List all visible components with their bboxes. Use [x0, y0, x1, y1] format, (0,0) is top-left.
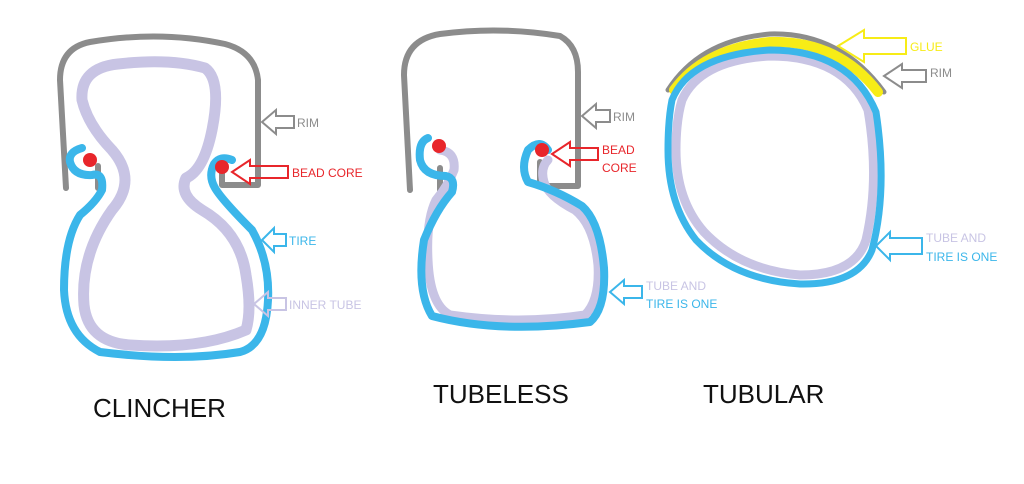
clincher-bead-right [215, 160, 229, 174]
clincher-rim-label: RIM [297, 116, 319, 130]
tubular-combo-label-line2: TIRE IS ONE [926, 250, 997, 264]
tubular-rim-arrow-icon [882, 62, 927, 90]
clincher-bead-left [83, 153, 97, 167]
tubeless-bead-label-line2: CORE [602, 161, 637, 175]
tubeless-bead-right [535, 143, 549, 157]
clincher-tube-label: INNER TUBE [289, 298, 361, 312]
tubeless-bead-label-line1: BEAD [602, 143, 635, 157]
tubular-glue-label: GLUE [910, 40, 943, 54]
tubeless-combo-label-line1: TUBE AND [646, 279, 706, 293]
clincher-rim-arrow-icon [260, 107, 295, 137]
tubular-tire [664, 46, 885, 288]
tubular-combo-arrow-icon [874, 229, 923, 263]
tubeless-rim-label: RIM [613, 110, 635, 124]
tubeless-combo-arrow-icon [608, 277, 643, 307]
tubular-rim [665, 31, 887, 95]
tubular-rim-label: RIM [930, 66, 952, 80]
tubular-glue-arrow-icon [836, 28, 907, 64]
tubeless-bead-left [432, 139, 446, 153]
tubular-title: TUBULAR [703, 379, 824, 409]
tubular-diagram: GLUE RIM TUBE AND TIRE IS ONE TUBULAR [664, 28, 997, 409]
clincher-bead-arrow-icon [230, 158, 289, 186]
clincher-tire [60, 144, 273, 361]
clincher-bead-label: BEAD CORE [292, 166, 363, 180]
tubeless-rim-arrow-icon [580, 101, 611, 131]
tubular-inner-lining [671, 51, 878, 280]
clincher-tire-label: TIRE [289, 234, 316, 248]
tubeless-combo-label-line2: TIRE IS ONE [646, 297, 717, 311]
tubeless-title: TUBELESS [433, 379, 569, 409]
clincher-diagram: RIM BEAD CORE TIRE INNER TUBE CLINCHER [57, 33, 363, 423]
tubeless-diagram: RIM BEAD CORE TUBE AND TIRE IS ONE TUBEL… [401, 27, 717, 409]
tubular-combo-label-line1: TUBE AND [926, 231, 986, 245]
tubeless-rim [401, 27, 581, 193]
clincher-tube-arrow-icon [252, 289, 287, 319]
clincher-tire-arrow-icon [260, 225, 287, 255]
clincher-title: CLINCHER [93, 393, 226, 423]
tubeless-inner-lining [423, 145, 603, 325]
clincher-inner-tube [76, 56, 255, 352]
tubeless-tire [415, 134, 609, 331]
tubeless-bead-arrow-icon [550, 140, 599, 168]
